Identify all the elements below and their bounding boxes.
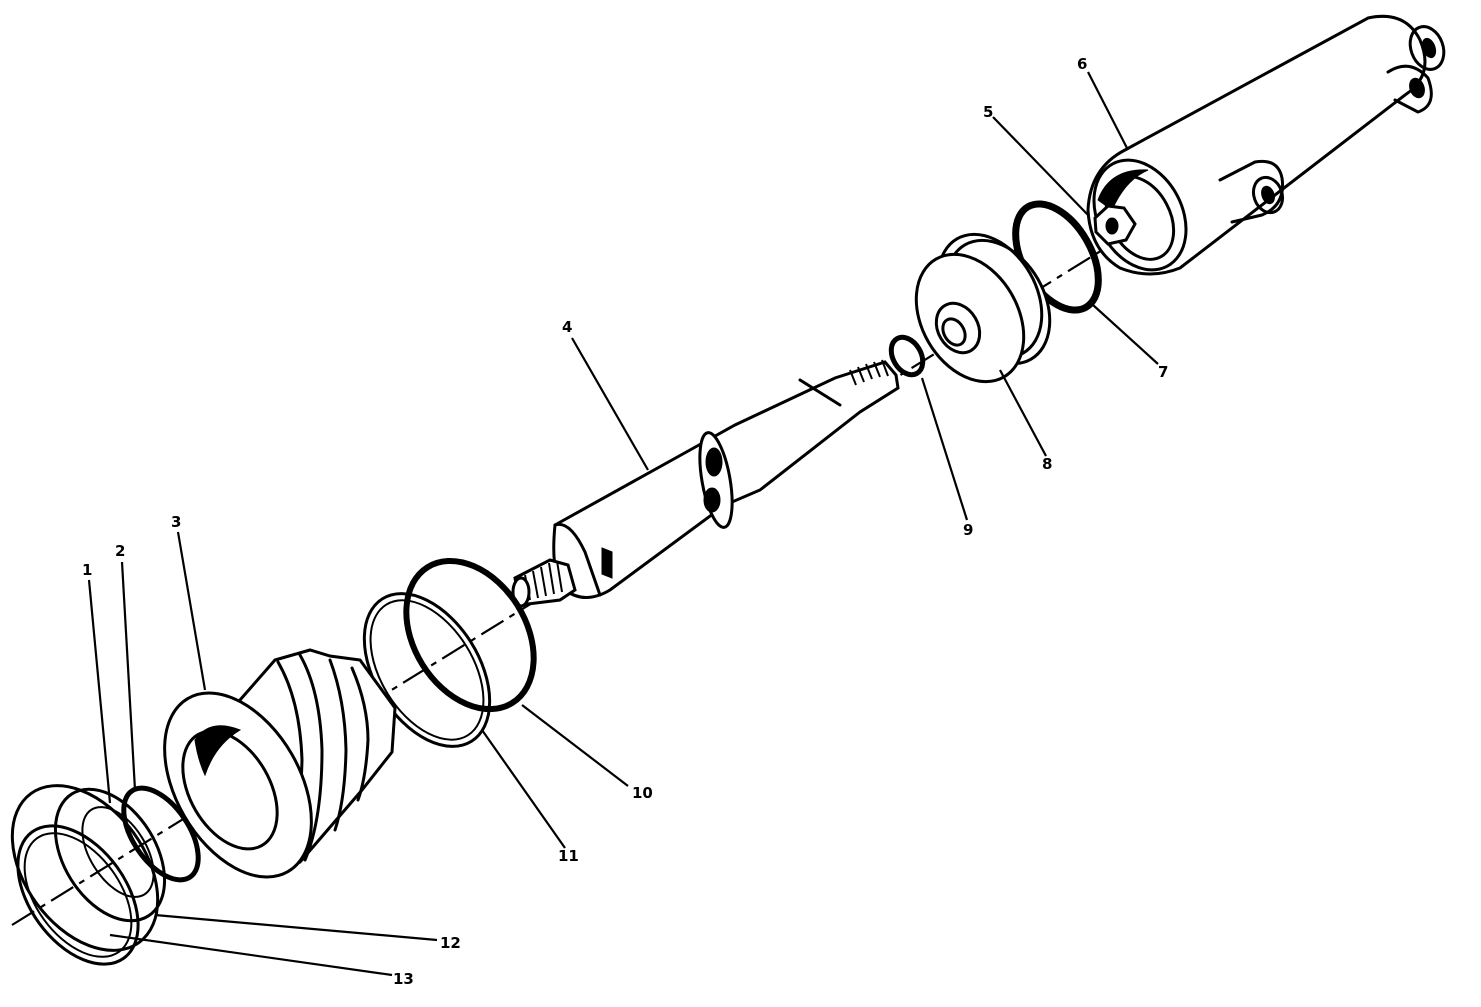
callout-10: 10	[632, 784, 653, 802]
leader-9	[920, 377, 969, 521]
callout-9: 9	[963, 521, 973, 539]
piston-nut	[1093, 204, 1137, 246]
leader-10	[521, 704, 629, 787]
callout-labels: 1 2 3 4 5 6 7 8 9 10 11 12 13	[82, 55, 1168, 988]
callout-8: 8	[1042, 455, 1052, 473]
piston-rod	[511, 359, 900, 608]
back-up-ring-large	[403, 557, 537, 713]
callout-13: 13	[393, 970, 414, 988]
leader-3	[176, 531, 207, 691]
leader-8	[999, 369, 1047, 457]
leader-1	[87, 579, 112, 804]
leader-6	[1087, 71, 1129, 151]
cylinder-gland	[163, 648, 397, 879]
callout-5: 5	[983, 103, 993, 121]
o-ring-gland	[121, 785, 201, 883]
callout-1: 1	[82, 561, 92, 579]
callout-6: 6	[1077, 55, 1087, 73]
o-ring-piston-small	[888, 334, 926, 378]
outer-ring	[10, 784, 160, 966]
leader-5	[992, 116, 1089, 216]
leader-4	[571, 337, 649, 471]
callout-4: 4	[562, 318, 572, 336]
leader-12	[154, 913, 438, 942]
leader-13	[109, 933, 393, 977]
leader-7	[1092, 304, 1159, 365]
leader-11	[481, 729, 566, 849]
callout-11: 11	[558, 847, 579, 865]
callout-2: 2	[115, 542, 125, 560]
callout-7: 7	[1158, 363, 1168, 381]
wiper-ring	[53, 787, 167, 923]
cylinder-barrel	[1086, 14, 1446, 276]
leader-lines	[87, 71, 1159, 977]
callout-3: 3	[171, 513, 181, 531]
leader-2	[120, 561, 137, 791]
callout-12: 12	[440, 934, 461, 952]
